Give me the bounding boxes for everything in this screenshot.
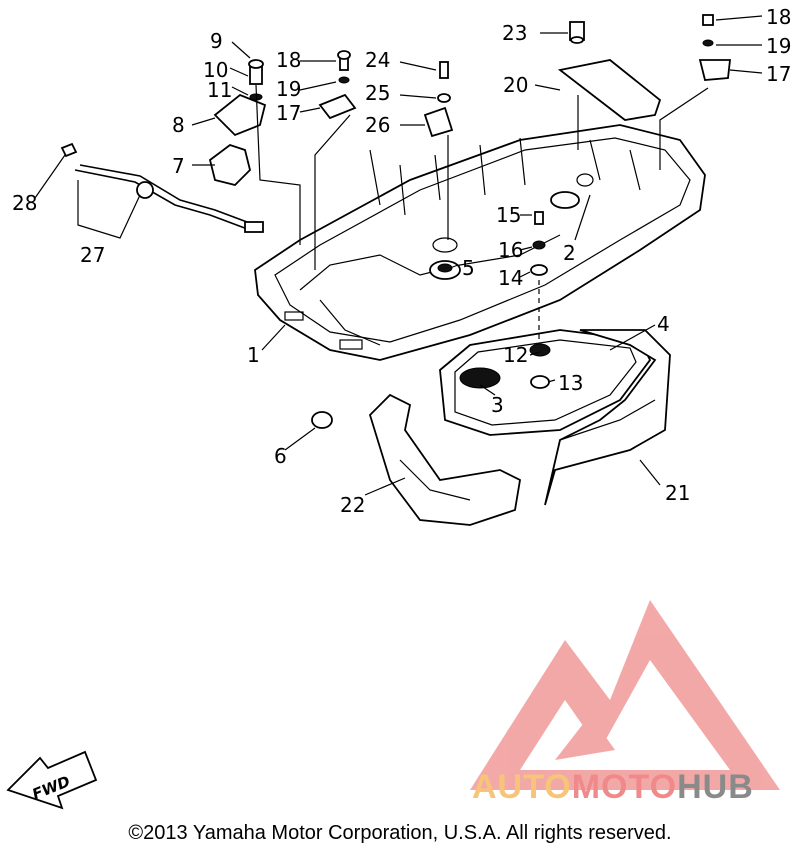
seal-plate bbox=[439, 329, 652, 436]
callout-18-left: 18 bbox=[276, 48, 301, 72]
callout-20: 20 bbox=[503, 73, 528, 97]
callout-21: 21 bbox=[665, 481, 690, 505]
leader-lines bbox=[34, 15, 763, 496]
callout-2: 2 bbox=[563, 241, 576, 265]
callout-16: 16 bbox=[498, 238, 523, 262]
hose-assembly bbox=[60, 142, 264, 233]
callout-24: 24 bbox=[365, 48, 390, 72]
watermark-hub: HUB bbox=[677, 768, 754, 806]
bottom-cowling bbox=[254, 124, 706, 361]
callout-9: 9 bbox=[210, 29, 223, 53]
callout-23: 23 bbox=[502, 21, 527, 45]
callout-15: 15 bbox=[496, 203, 521, 227]
watermark-moto: MOTO bbox=[571, 768, 678, 806]
callout-5: 5 bbox=[462, 256, 475, 280]
callout-26: 26 bbox=[365, 113, 390, 137]
callout-8: 8 bbox=[172, 113, 185, 137]
callout-22: 22 bbox=[340, 493, 365, 517]
callout-19-right: 19 bbox=[766, 34, 791, 58]
callout-18-right: 18 bbox=[766, 5, 791, 29]
callout-7: 7 bbox=[172, 154, 185, 178]
callout-12: 12 bbox=[503, 343, 528, 367]
callout-4: 4 bbox=[657, 312, 670, 336]
callout-6: 6 bbox=[274, 444, 287, 468]
callout-labels: 9 10 11 8 7 28 27 18 19 17 24 25 26 23 2… bbox=[12, 5, 791, 517]
callout-11: 11 bbox=[207, 78, 232, 102]
callout-14: 14 bbox=[498, 266, 523, 290]
callout-19-left: 19 bbox=[276, 77, 301, 101]
hardware bbox=[318, 14, 732, 276]
side-cover-left bbox=[368, 393, 521, 526]
callout-13: 13 bbox=[558, 371, 583, 395]
callout-27: 27 bbox=[80, 243, 105, 267]
fwd-arrow-icon: FWD bbox=[6, 750, 98, 810]
callout-10: 10 bbox=[203, 58, 228, 82]
copyright-notice: ©2013 Yamaha Motor Corporation, U.S.A. A… bbox=[128, 822, 672, 844]
callout-17-left: 17 bbox=[276, 101, 301, 125]
watermark-logo-icon bbox=[470, 600, 780, 790]
side-cover-right bbox=[544, 329, 671, 506]
watermark-auto: AUTO bbox=[472, 768, 572, 806]
callout-1: 1 bbox=[247, 343, 260, 367]
watermark-text: AUTOMOTOHUB bbox=[472, 768, 754, 807]
callout-3: 3 bbox=[491, 393, 504, 417]
callout-17-right: 17 bbox=[766, 62, 791, 86]
callout-25: 25 bbox=[365, 81, 390, 105]
grommet bbox=[311, 411, 333, 429]
callout-28: 28 bbox=[12, 191, 37, 215]
bracket-and-damper bbox=[208, 59, 267, 186]
